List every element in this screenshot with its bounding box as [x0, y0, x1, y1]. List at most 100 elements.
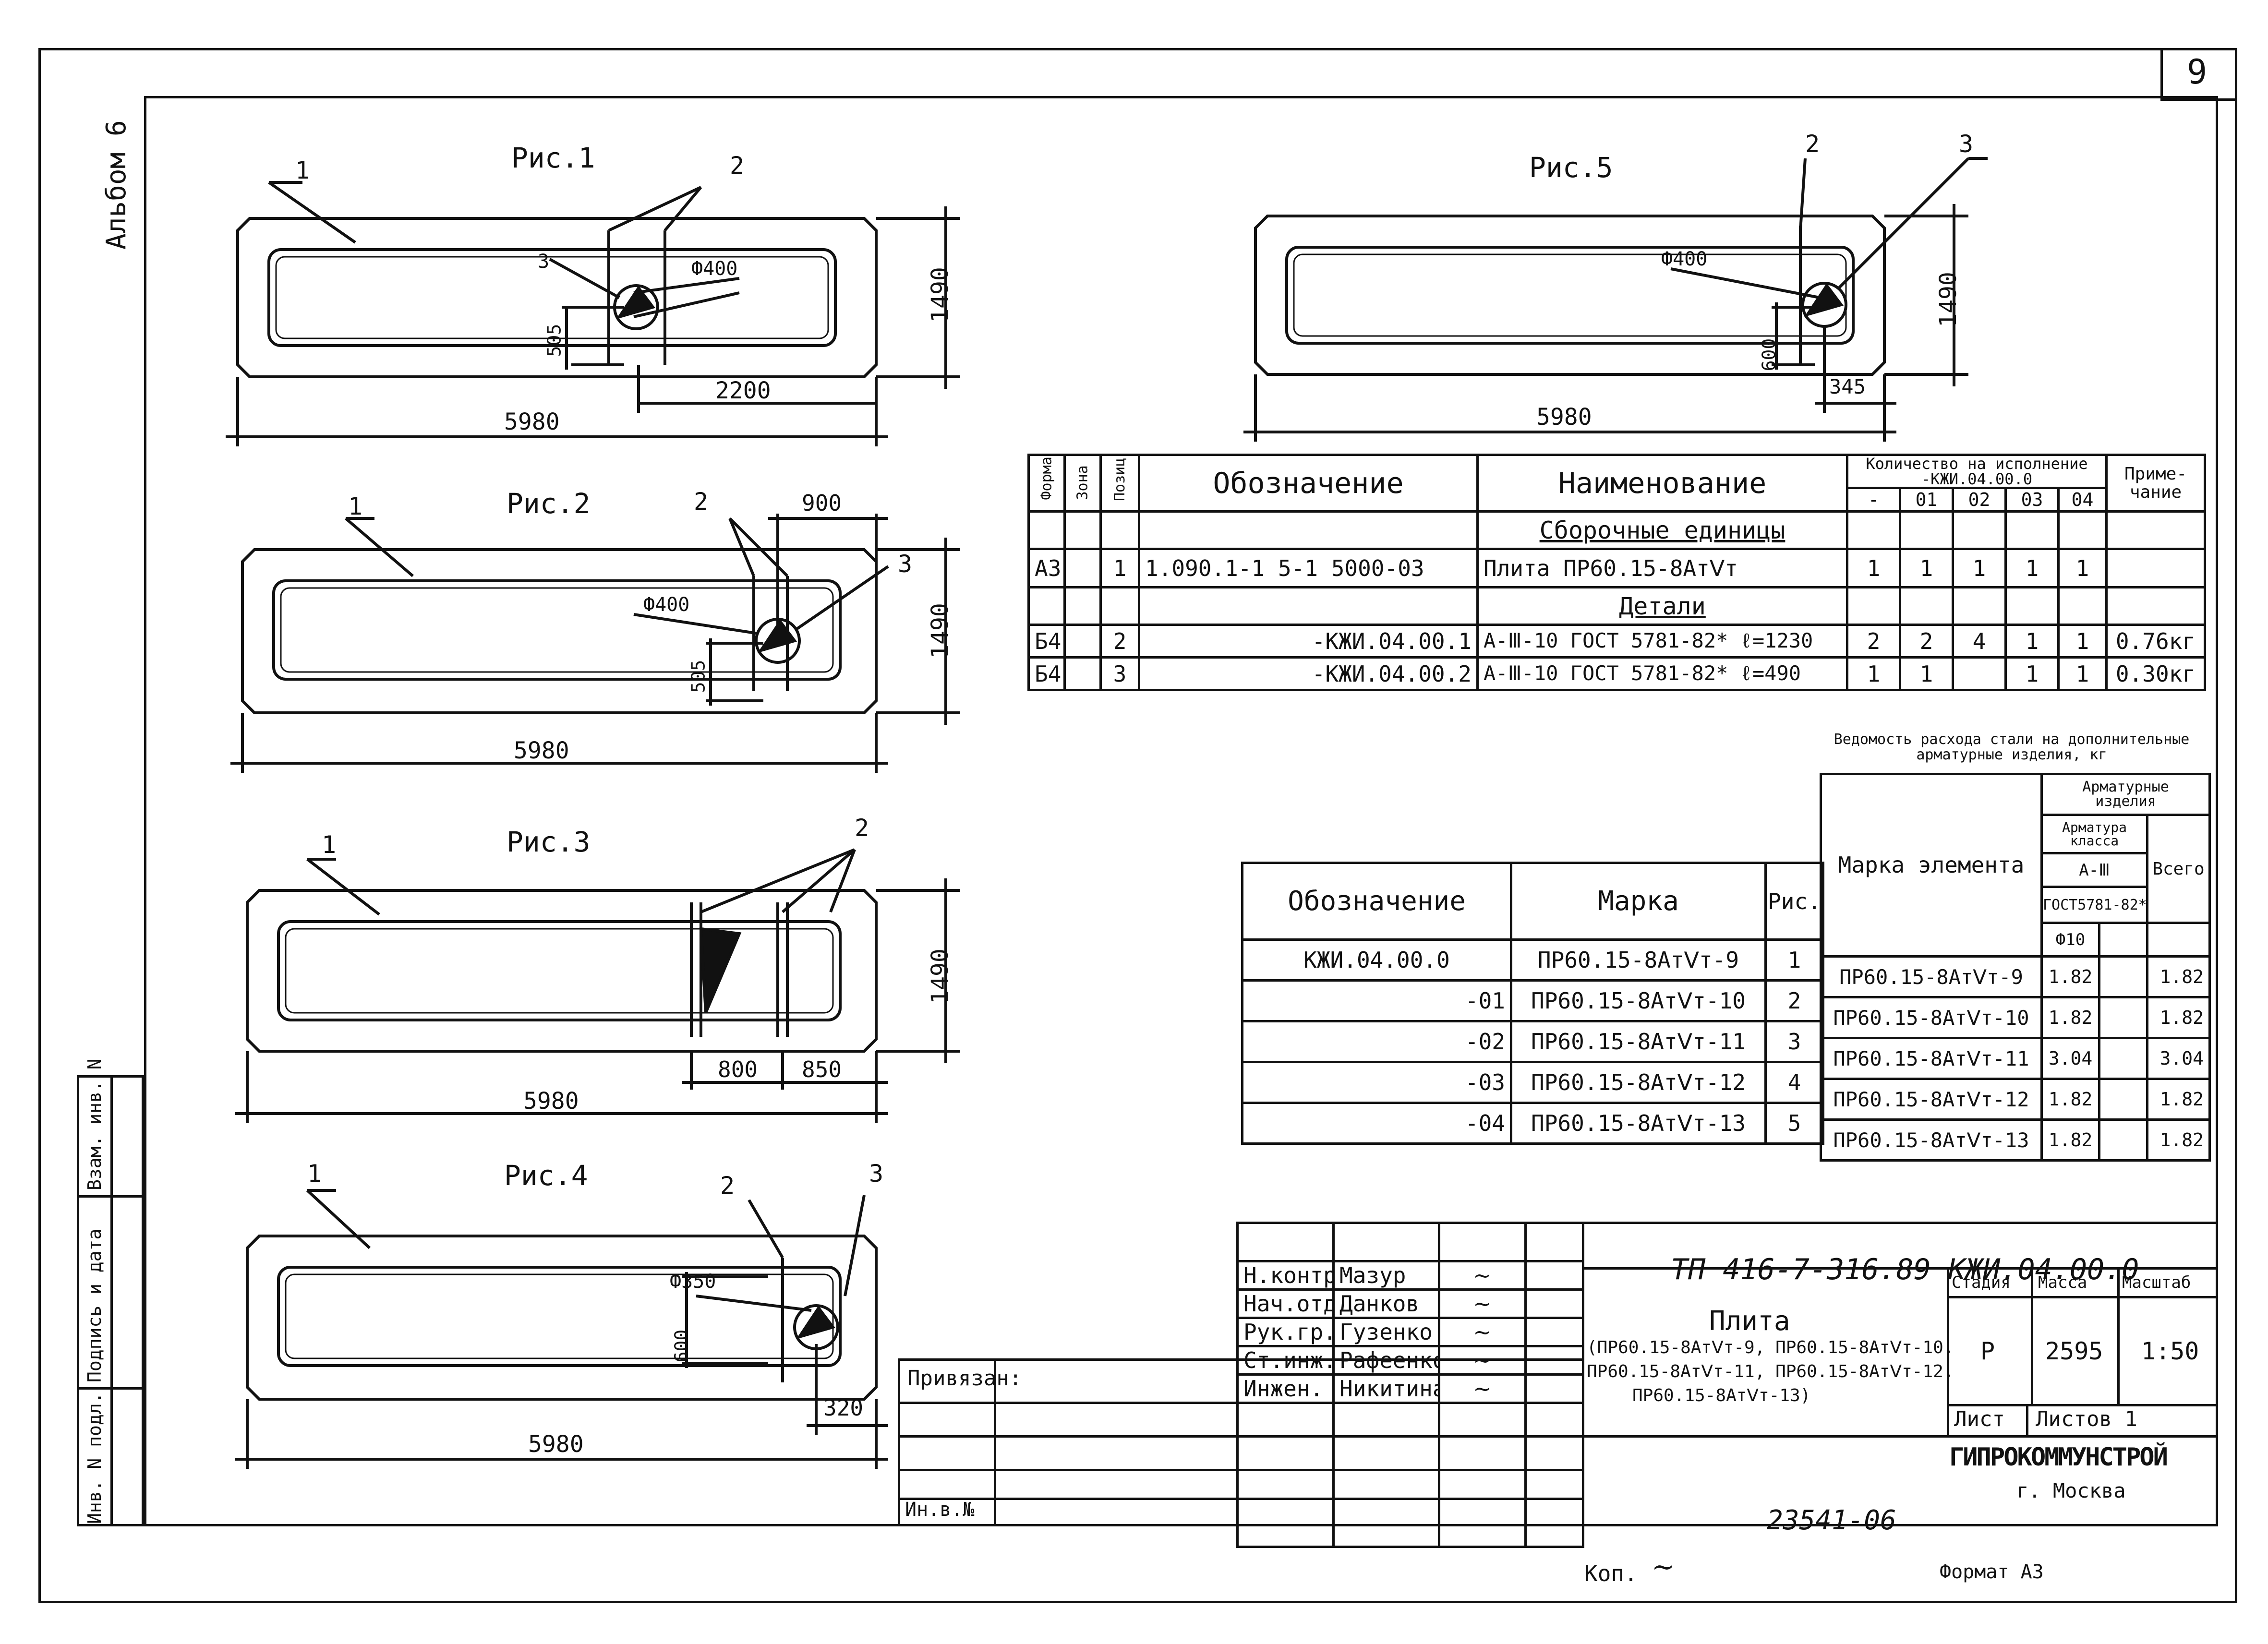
spec-row-qty: 1	[1846, 548, 1901, 588]
steel-row-total: 3.04	[2146, 1037, 2211, 1080]
figure-1-height: 1490	[926, 267, 953, 323]
marks-row-fig: 3	[1764, 1020, 1824, 1063]
spec-header-note: Приме- чание	[2105, 454, 2207, 513]
copy-label: Коп.	[1584, 1560, 1638, 1586]
steel-row-value: 1.82	[2040, 1078, 2100, 1121]
mass-label: Масса	[2038, 1273, 2087, 1292]
spec-row-qty: 2	[1846, 624, 1901, 659]
spec-row-designation: -КЖИ.04.00.1	[1138, 624, 1479, 659]
steel-header-group: Арматурные изделия	[2040, 773, 2211, 816]
titleblock-divider	[2026, 1404, 2028, 1435]
spec-row-pos: 3	[1099, 656, 1140, 691]
spec-row-qty: 1	[2057, 548, 2108, 588]
figure-4-slab	[235, 1189, 888, 1469]
figure-3-dim-a: 800	[718, 1056, 758, 1082]
spec-header-zone: Зона	[1063, 454, 1102, 513]
signer-role: Н.контр.	[1236, 1260, 1335, 1291]
figure-4-dim-a: 600	[671, 1329, 692, 1363]
signer-signature: ~	[1438, 1373, 1527, 1404]
steel-table: Марка элемента Арматурные изделия Армату…	[1820, 773, 2211, 1162]
spec-row-note: 0.30кг	[2105, 656, 2207, 691]
stage-value: Р	[1980, 1337, 1995, 1365]
spec-header-designation: Обозначение	[1138, 454, 1479, 513]
spec-row-qty: 2	[1899, 624, 1954, 659]
spec-row-qty: 1	[2004, 548, 2060, 588]
spec-section-details: Детали	[1476, 586, 1848, 626]
product-list-line-1: (ПР60.15-8АтⅤт-9, ПР60.15-8АтⅤт-10,	[1587, 1338, 1954, 1357]
spec-row-qty: 1	[2004, 656, 2060, 691]
marks-row-fig: 1	[1764, 938, 1824, 982]
spec-row-qty: 1	[1899, 656, 1954, 691]
sheet-number: 9	[2187, 52, 2208, 92]
format-label: Формат А3	[1940, 1561, 2044, 1583]
figure-4-label-3: 3	[869, 1160, 884, 1188]
spec-row-name: А-Ⅲ-10 ГОСТ 5781-82* ℓ=490	[1476, 656, 1848, 691]
figure-2-length: 5980	[514, 737, 569, 764]
spec-qty-col: -	[1846, 487, 1901, 513]
spec-row-note	[2105, 548, 2207, 588]
signer-signature: ~	[1438, 1317, 1527, 1347]
signer-role: Рук.гр.	[1236, 1317, 1335, 1347]
tied-divider	[898, 1402, 1584, 1404]
organization-city: г. Москва	[2016, 1479, 2126, 1502]
figure-5-height: 1490	[1934, 272, 1962, 327]
marks-row-designation: -01	[1241, 979, 1512, 1022]
marks-row-designation: -04	[1241, 1102, 1512, 1145]
marks-row-designation: -02	[1241, 1020, 1512, 1063]
product-list-line-3: ПР60.15-8АтⅤт-13)	[1632, 1386, 1811, 1405]
figure-4-dim-b: 320	[823, 1395, 864, 1421]
marks-row-fig: 5	[1764, 1102, 1824, 1145]
spec-row-designation: 1.090.1-1 5-1 5000-03	[1138, 548, 1479, 588]
side-stamp-divider	[77, 1195, 144, 1198]
spec-row-name: А-Ⅲ-10 ГОСТ 5781-82* ℓ=1230	[1476, 624, 1848, 659]
figure-3-title: Рис.3	[507, 826, 591, 858]
steel-header-class: Арматура класса	[2040, 814, 2148, 854]
spec-row-pos: 1	[1099, 548, 1140, 588]
copy-signature: ~	[1652, 1550, 1675, 1583]
figure-5-hole: Ф400	[1661, 248, 1708, 270]
figure-2-dim-a: 900	[802, 490, 842, 516]
stage-label: Стадия	[1952, 1273, 2011, 1292]
marks-row-fig: 2	[1764, 979, 1824, 1022]
figure-4-label-1: 1	[307, 1160, 322, 1188]
spec-header-qty: Количество на исполнение -КЖИ.04.00.0	[1846, 454, 2108, 489]
titleblock-divider	[1947, 1296, 2218, 1298]
marks-row-mark: ПР60.15-8АтⅤт-10	[1510, 979, 1767, 1022]
titleblock-divider	[1947, 1404, 2218, 1406]
figure-3-length: 5980	[523, 1088, 579, 1115]
figure-4-label-2: 2	[720, 1172, 735, 1200]
marks-header-mark: Марка	[1510, 862, 1767, 941]
tied-divider	[898, 1498, 1584, 1500]
figure-5-title: Рис.5	[1529, 151, 1613, 184]
marks-row-fig: 4	[1764, 1061, 1824, 1104]
tied-divider	[898, 1469, 1584, 1471]
figure-2-height: 1490	[926, 603, 953, 659]
figure-5-label-2: 2	[1805, 130, 1820, 158]
marks-row-mark: ПР60.15-8АтⅤт-12	[1510, 1061, 1767, 1104]
signer-name: Мазур	[1332, 1260, 1440, 1291]
figure-2-dim-b: 505	[688, 660, 709, 693]
titleblock-divider	[1582, 1267, 2218, 1270]
steel-row-total: 1.82	[2146, 1118, 2211, 1162]
steel-row-mark: ПР60.15-8АтⅤт-12	[1820, 1078, 2043, 1121]
archive-number: 23541-06	[1767, 1505, 1896, 1536]
figure-1-length: 5980	[504, 408, 560, 435]
titleblock-signers: Н.контр. Мазур ~ Нач.отд. Данков ~ Рук.г…	[1236, 1222, 1584, 1548]
tied-block	[898, 1358, 1584, 1526]
specification-table: Формат Зона Позиц. Обозначение Наименова…	[1027, 454, 2207, 691]
side-stamp-divider	[77, 1387, 144, 1390]
spec-qty-col: 01	[1899, 487, 1954, 513]
marks-header-designation: Обозначение	[1241, 862, 1512, 941]
spec-row-name: Плита ПР60.15-8АтⅤт	[1476, 548, 1848, 588]
titleblock-divider	[2117, 1267, 2120, 1404]
signer-name: Гузенко	[1332, 1317, 1440, 1347]
tied-divider	[898, 1435, 1584, 1438]
titleblock-divider	[2031, 1267, 2033, 1404]
figure-1-slab	[226, 181, 960, 446]
marks-row-mark: ПР60.15-8АтⅤт-9	[1510, 938, 1767, 982]
spec-header-name: Наименование	[1476, 454, 1848, 513]
figure-1-dim-b: 505	[543, 324, 565, 357]
steel-header-diam: Ф10	[2040, 922, 2100, 958]
spec-section-assembly: Сборочные единицы	[1476, 510, 1848, 550]
